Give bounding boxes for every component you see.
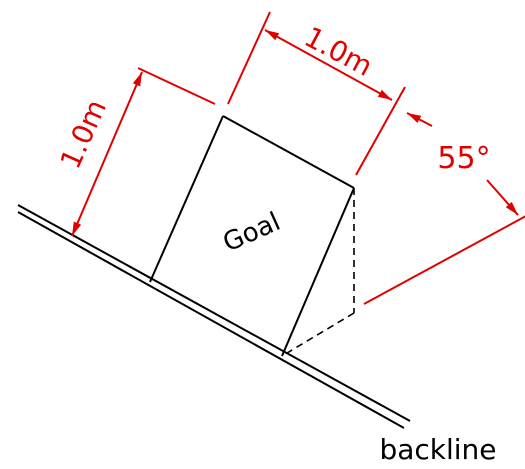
angle-dimension [363,112,525,305]
goal-label: Goal [219,207,285,258]
backline-label: backline [379,433,496,466]
goal-outline [149,115,355,357]
angle-label: 55° [437,141,490,176]
depth-dimension [71,67,216,237]
width-dimension [227,11,406,176]
width-dimension-label: 1.0m [299,20,378,83]
backline-line [17,204,411,429]
goal-net-dashed [281,188,355,357]
